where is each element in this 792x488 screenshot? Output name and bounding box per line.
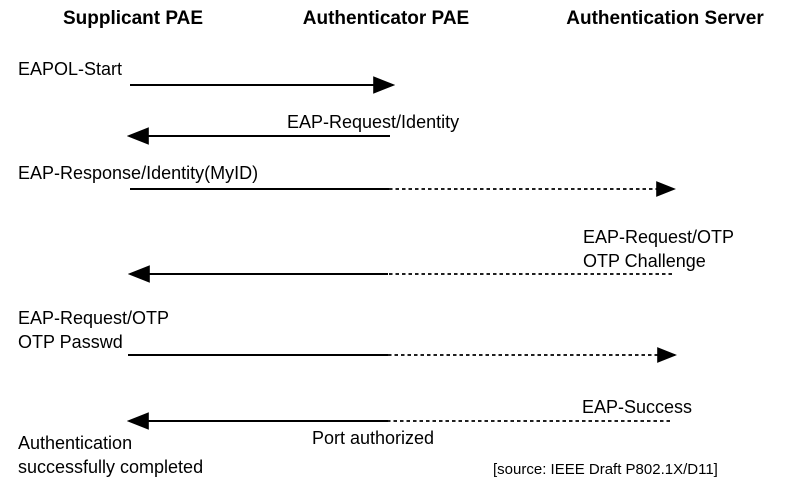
eap-otp-passwd-line2: OTP Passwd [18, 332, 123, 352]
eap-request-identity-label: EAP-Request/Identity [287, 112, 460, 132]
column-header-supplicant-pae: Supplicant PAE [62, 8, 204, 29]
eap-request-otp-challenge-line2: OTP Challenge [583, 251, 706, 271]
authentication-completed-label: Authentication successfully completed [18, 431, 203, 479]
source-citation: [source: IEEE Draft P802.1X/D11] [493, 461, 718, 478]
eap-request-otp-challenge-label: EAP-Request/OTP OTP Challenge [583, 225, 734, 273]
eap-otp-passwd-line1: EAP-Request/OTP [18, 308, 170, 328]
eap-request-otp-challenge-line1: EAP-Request/OTP [583, 227, 735, 247]
authentication-completed-line2: successfully completed [18, 457, 204, 477]
eap-otp-passwd-label: EAP-Request/OTP OTP Passwd [18, 306, 169, 354]
port-authorized-label: Port authorized [312, 428, 435, 448]
authentication-completed-line1: Authentication [18, 433, 133, 453]
eap-response-identity-label: EAP-Response/Identity(MyID) [18, 163, 259, 183]
column-header-authenticator-pae: Authenticator PAE [302, 8, 470, 29]
eapol-start-label: EAPOL-Start [18, 59, 123, 79]
eap-success-label: EAP-Success [582, 397, 693, 417]
column-header-authentication-server: Authentication Server [566, 8, 764, 29]
